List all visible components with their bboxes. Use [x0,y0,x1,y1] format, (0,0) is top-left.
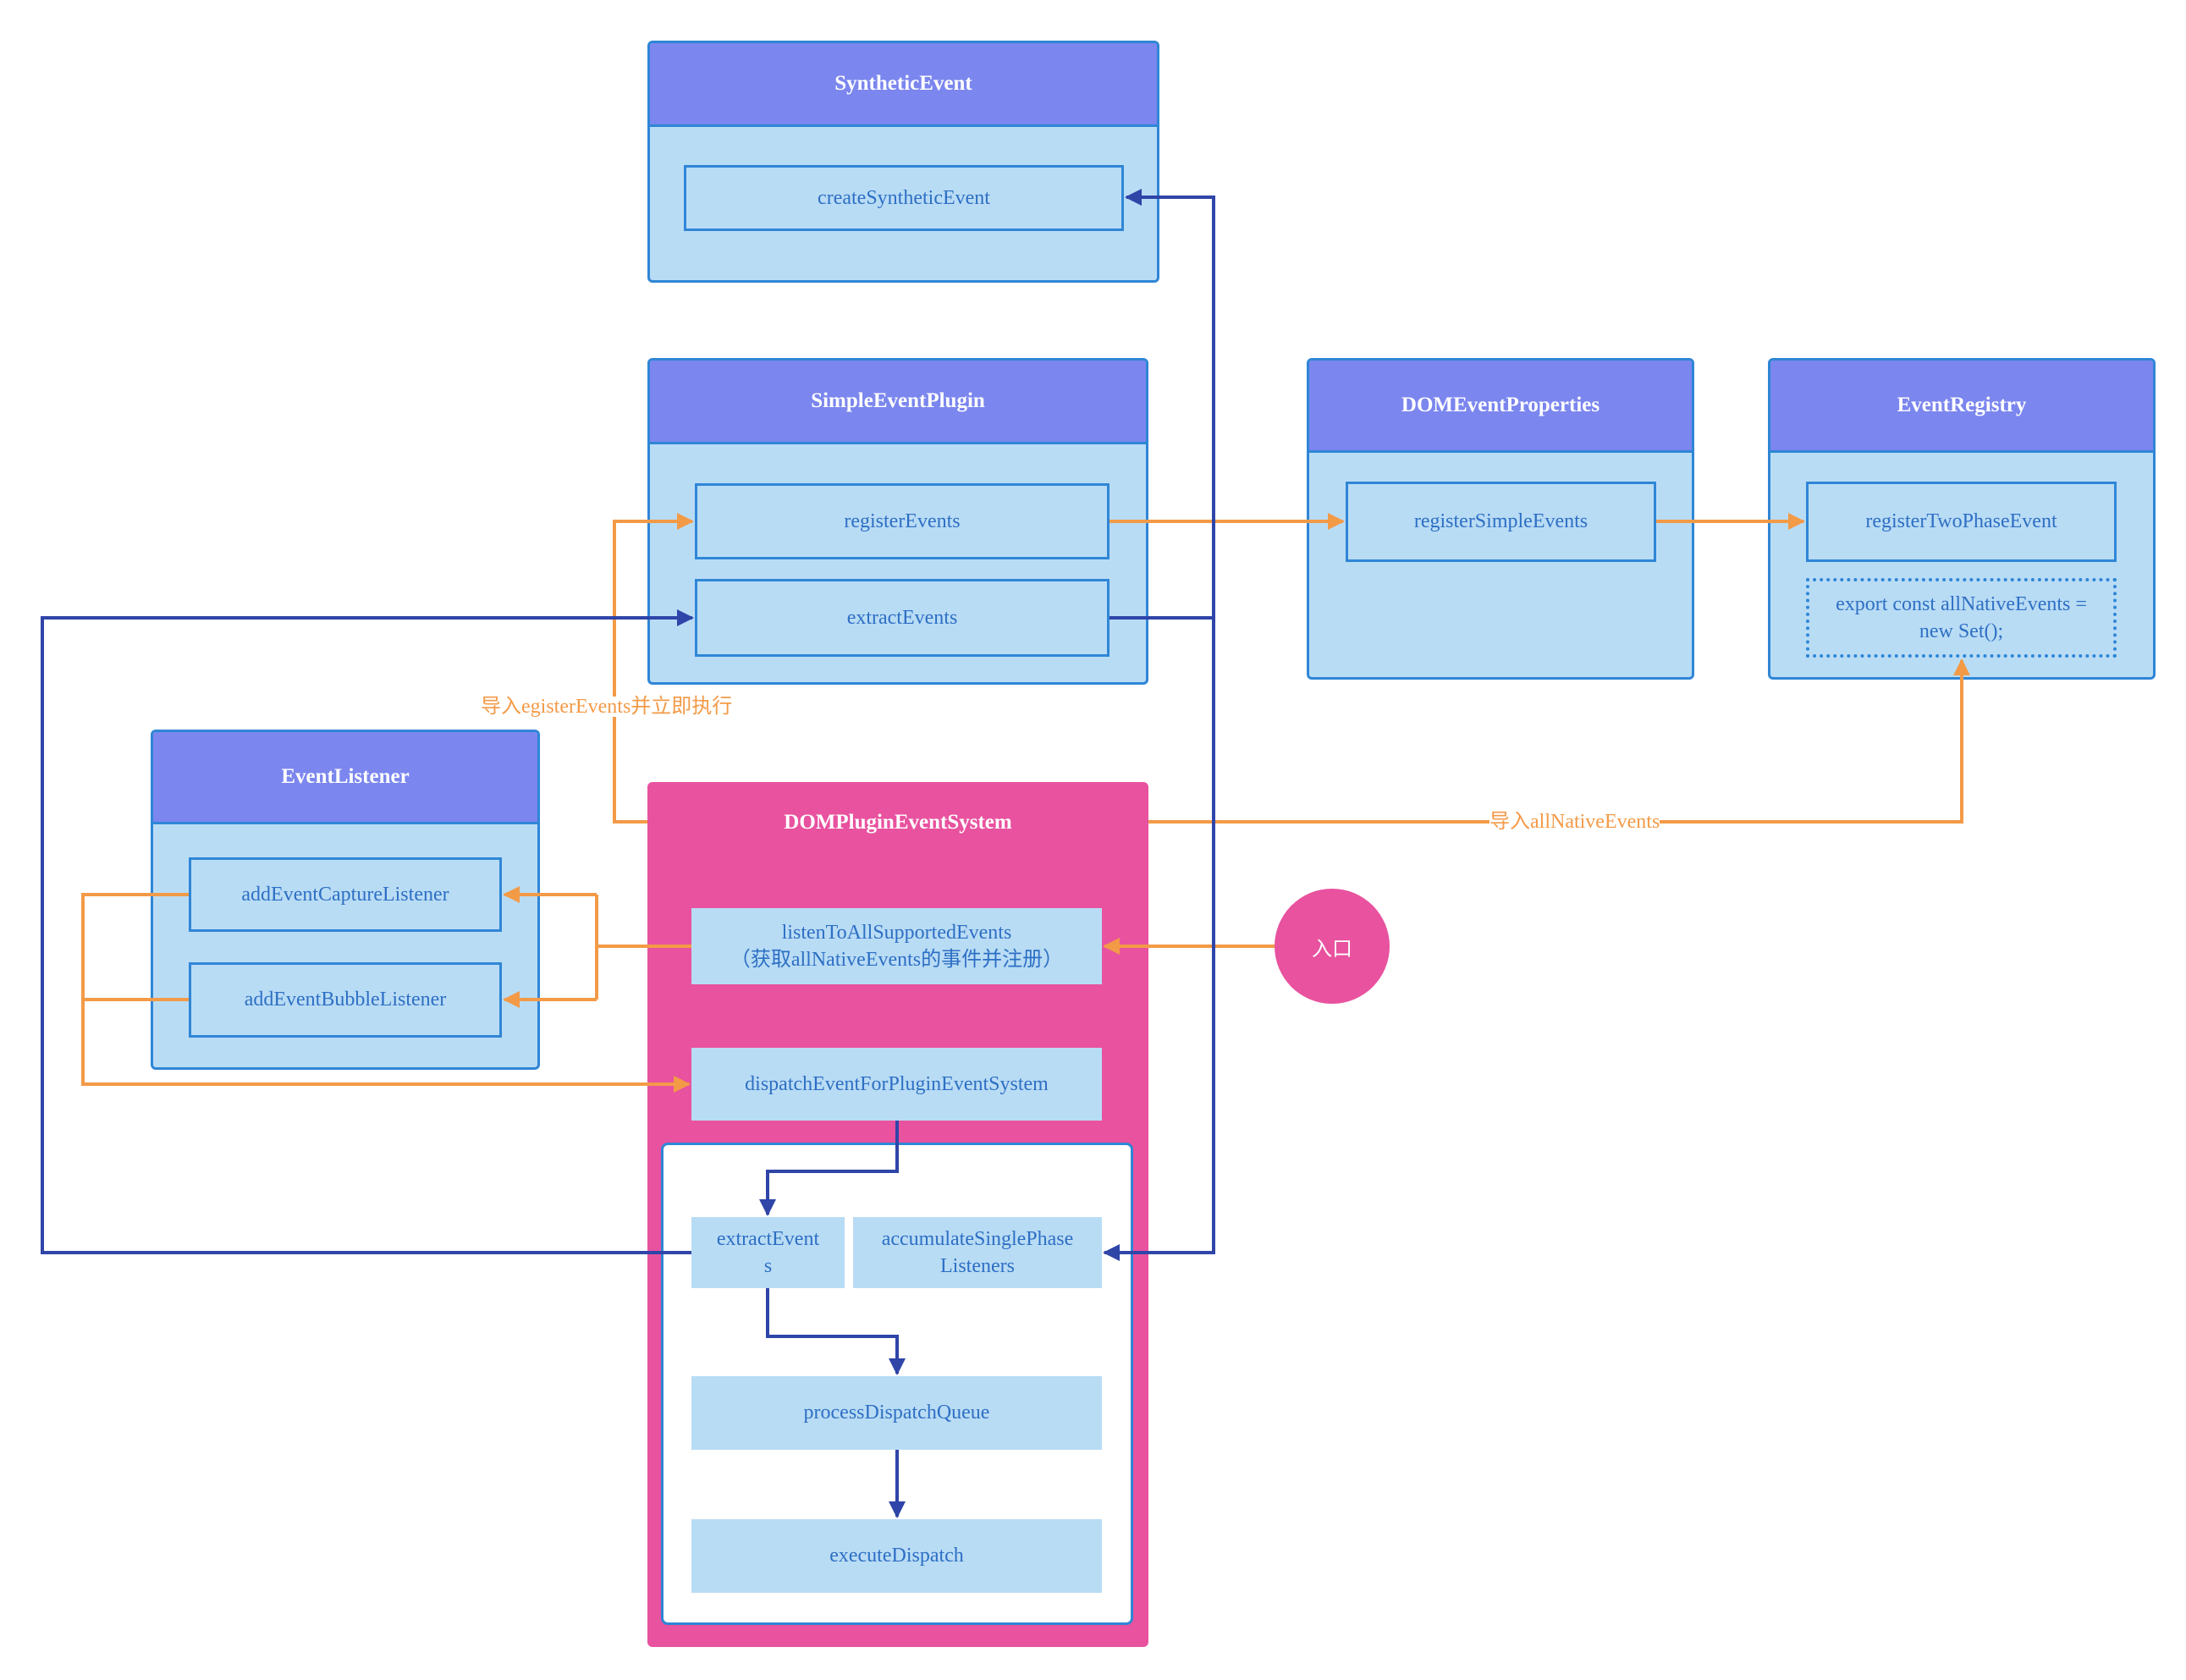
listen-to-all-supported-events-box[interactable]: listenToAllSupportedEvents （获取allNativeE… [691,908,1102,984]
event-listener-title: EventListener [153,732,537,824]
register-two-phase-event-box[interactable]: registerTwoPhaseEvent [1806,482,2117,562]
process-dispatch-queue-box[interactable]: processDispatchQueue [691,1376,1102,1450]
edge-plugin-system-to-register-events [613,513,694,823]
edge-plugin-system-to-all-native-events [1148,658,1970,823]
edge-extract-step-to-process-queue [766,1288,906,1375]
accumulate-line-2: Listeners [940,1255,1015,1277]
add-event-bubble-listener-box[interactable]: addEventBubbleListener [189,962,502,1038]
register-simple-events-box[interactable]: registerSimpleEvents [1346,482,1656,562]
listen-line-2: （获取allNativeEvents的事件并注册） [730,949,1064,971]
all-native-events-export-box: export const allNativeEvents = new Set()… [1806,578,2117,658]
extract-events-step-box[interactable]: extractEvent s [691,1217,845,1288]
synthetic-event-module: SyntheticEvent [647,41,1159,283]
accumulate-single-phase-listeners-box[interactable]: accumulateSinglePhase Listeners [853,1217,1102,1288]
execute-dispatch-box[interactable]: executeDispatch [691,1519,1102,1593]
event-registry-title: EventRegistry [1770,361,2153,453]
edge-label-import-all-native-events: 导入allNativeEvents [1489,811,1660,833]
entry-node[interactable]: 入口 [1275,889,1390,1004]
export-line-1: export const allNativeEvents = [1836,592,2087,615]
edge-extract-step-to-plugin-extract-events [41,609,694,1254]
accumulate-line-1: accumulateSinglePhase [881,1227,1074,1250]
dispatch-event-for-plugin-event-system-box[interactable]: dispatchEventForPluginEventSystem [691,1048,1102,1121]
edge-plugin-extract-events-to-accumulate [1103,616,1215,1261]
create-synthetic-event-box[interactable]: createSyntheticEvent [684,165,1124,231]
listen-line-1: listenToAllSupportedEvents [781,921,1012,944]
export-line-2: new Set(); [1919,620,2004,642]
register-events-box[interactable]: registerEvents [695,483,1110,559]
edge-listen-to-capture [504,895,598,1000]
edge-plugin-extract-events-to-create-synthetic-event [1125,189,1215,618]
add-event-capture-listener-box[interactable]: addEventCaptureListener [189,857,502,932]
extract-step-line-1: extractEvent [716,1227,820,1250]
dom-event-properties-title: DOMEventProperties [1309,361,1692,453]
synthetic-event-title: SyntheticEvent [650,43,1157,127]
simple-event-plugin-title: SimpleEventPlugin [650,361,1146,444]
edge-label-import-register-events: 导入egisterEvents并立即执行 [481,696,733,718]
dom-plugin-event-system-title: DOMPluginEventSystem [784,811,1012,834]
edge-listeners-to-dispatch [81,893,691,1093]
extract-events-box[interactable]: extractEvents [695,579,1110,657]
edge-dispatch-to-extract-step [759,1121,899,1216]
extract-step-line-2: s [763,1255,773,1277]
